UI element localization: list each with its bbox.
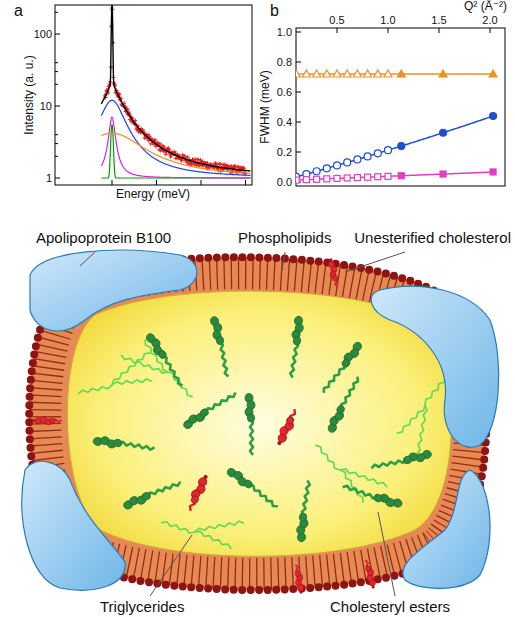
- fast-width-marker: [440, 171, 446, 177]
- part-label: Phospholipids: [238, 229, 331, 246]
- fit-curve: [101, 5, 250, 171]
- medium-width-marker: [344, 159, 351, 166]
- fast-width-marker: [354, 175, 360, 181]
- elastic-curve: [101, 125, 250, 178]
- axis-title: Energy (meV): [116, 188, 190, 202]
- slow-width-marker: [343, 70, 351, 77]
- tick-label: 0.8: [277, 56, 292, 69]
- axis-title: Q² (Å⁻²): [464, 0, 507, 14]
- part-label: Unesterified cholesterol: [354, 229, 511, 246]
- fast-width-marker: [365, 174, 371, 180]
- medium-width-marker: [374, 150, 381, 157]
- tick-label: 0.0: [277, 176, 292, 189]
- fast-width-marker: [296, 177, 299, 183]
- slow-width-marker: [323, 70, 331, 77]
- tick-label: 0.4: [277, 116, 292, 129]
- fast-width-marker: [303, 177, 309, 183]
- medium-width-line: [296, 116, 493, 178]
- medium-lorentzian: [101, 100, 250, 175]
- slow-width-marker: [313, 70, 321, 77]
- axis-title: Intensity (a. u.): [23, 55, 37, 134]
- tick-label: 0.2: [277, 146, 292, 159]
- tick-label: 1.0: [380, 14, 395, 27]
- slow-width-marker: [397, 70, 405, 77]
- slow-width-marker: [333, 70, 341, 77]
- medium-width-marker: [490, 112, 497, 119]
- part-label: Triglycerides: [100, 598, 184, 615]
- slow-width-marker: [384, 70, 392, 77]
- fast-width-marker: [375, 174, 381, 180]
- panel-letter: b: [270, 2, 279, 20]
- fast-width-marker: [398, 173, 404, 179]
- tick-label: 100: [34, 28, 52, 41]
- slow-width-marker: [374, 70, 382, 77]
- axis-title: FWHM (meV): [259, 70, 273, 143]
- tick-label: 1.5: [431, 14, 446, 27]
- slow-width-marker: [296, 70, 300, 77]
- part-label: Cholesteryl esters: [330, 598, 450, 615]
- medium-width-marker: [440, 129, 447, 136]
- medium-width-marker: [354, 156, 361, 163]
- medium-width-marker: [334, 162, 341, 169]
- fast-width-marker: [324, 176, 330, 182]
- tick-label: 1: [46, 172, 52, 185]
- fast-width-marker: [385, 173, 391, 179]
- medium-width-marker: [385, 147, 392, 154]
- tick-label: 0.5: [329, 14, 344, 27]
- medium-width-marker: [364, 153, 371, 160]
- fast-width-marker: [314, 176, 320, 182]
- slow-width-marker: [302, 70, 310, 77]
- slow-width-marker: [353, 70, 361, 77]
- medium-width-marker: [398, 143, 405, 150]
- panel-letter: a: [14, 2, 23, 20]
- slow-width-marker: [364, 70, 372, 77]
- slow-width-marker: [439, 70, 447, 77]
- fast-width-marker: [490, 169, 496, 175]
- data-points: [103, 6, 247, 176]
- slow-width-marker: [489, 70, 497, 77]
- medium-width-marker: [323, 165, 330, 172]
- fast-width-marker: [344, 175, 350, 181]
- tick-label: 0.6: [277, 86, 292, 99]
- medium-width-marker: [313, 168, 320, 175]
- tick-label: 10: [40, 100, 52, 113]
- tick-label: 1.0: [277, 26, 292, 39]
- tick-label: 2.0: [482, 14, 497, 27]
- fast-width-marker: [334, 175, 340, 181]
- part-label: Apolipoprotein B100: [36, 229, 171, 246]
- broad-lorentzian: [101, 133, 250, 173]
